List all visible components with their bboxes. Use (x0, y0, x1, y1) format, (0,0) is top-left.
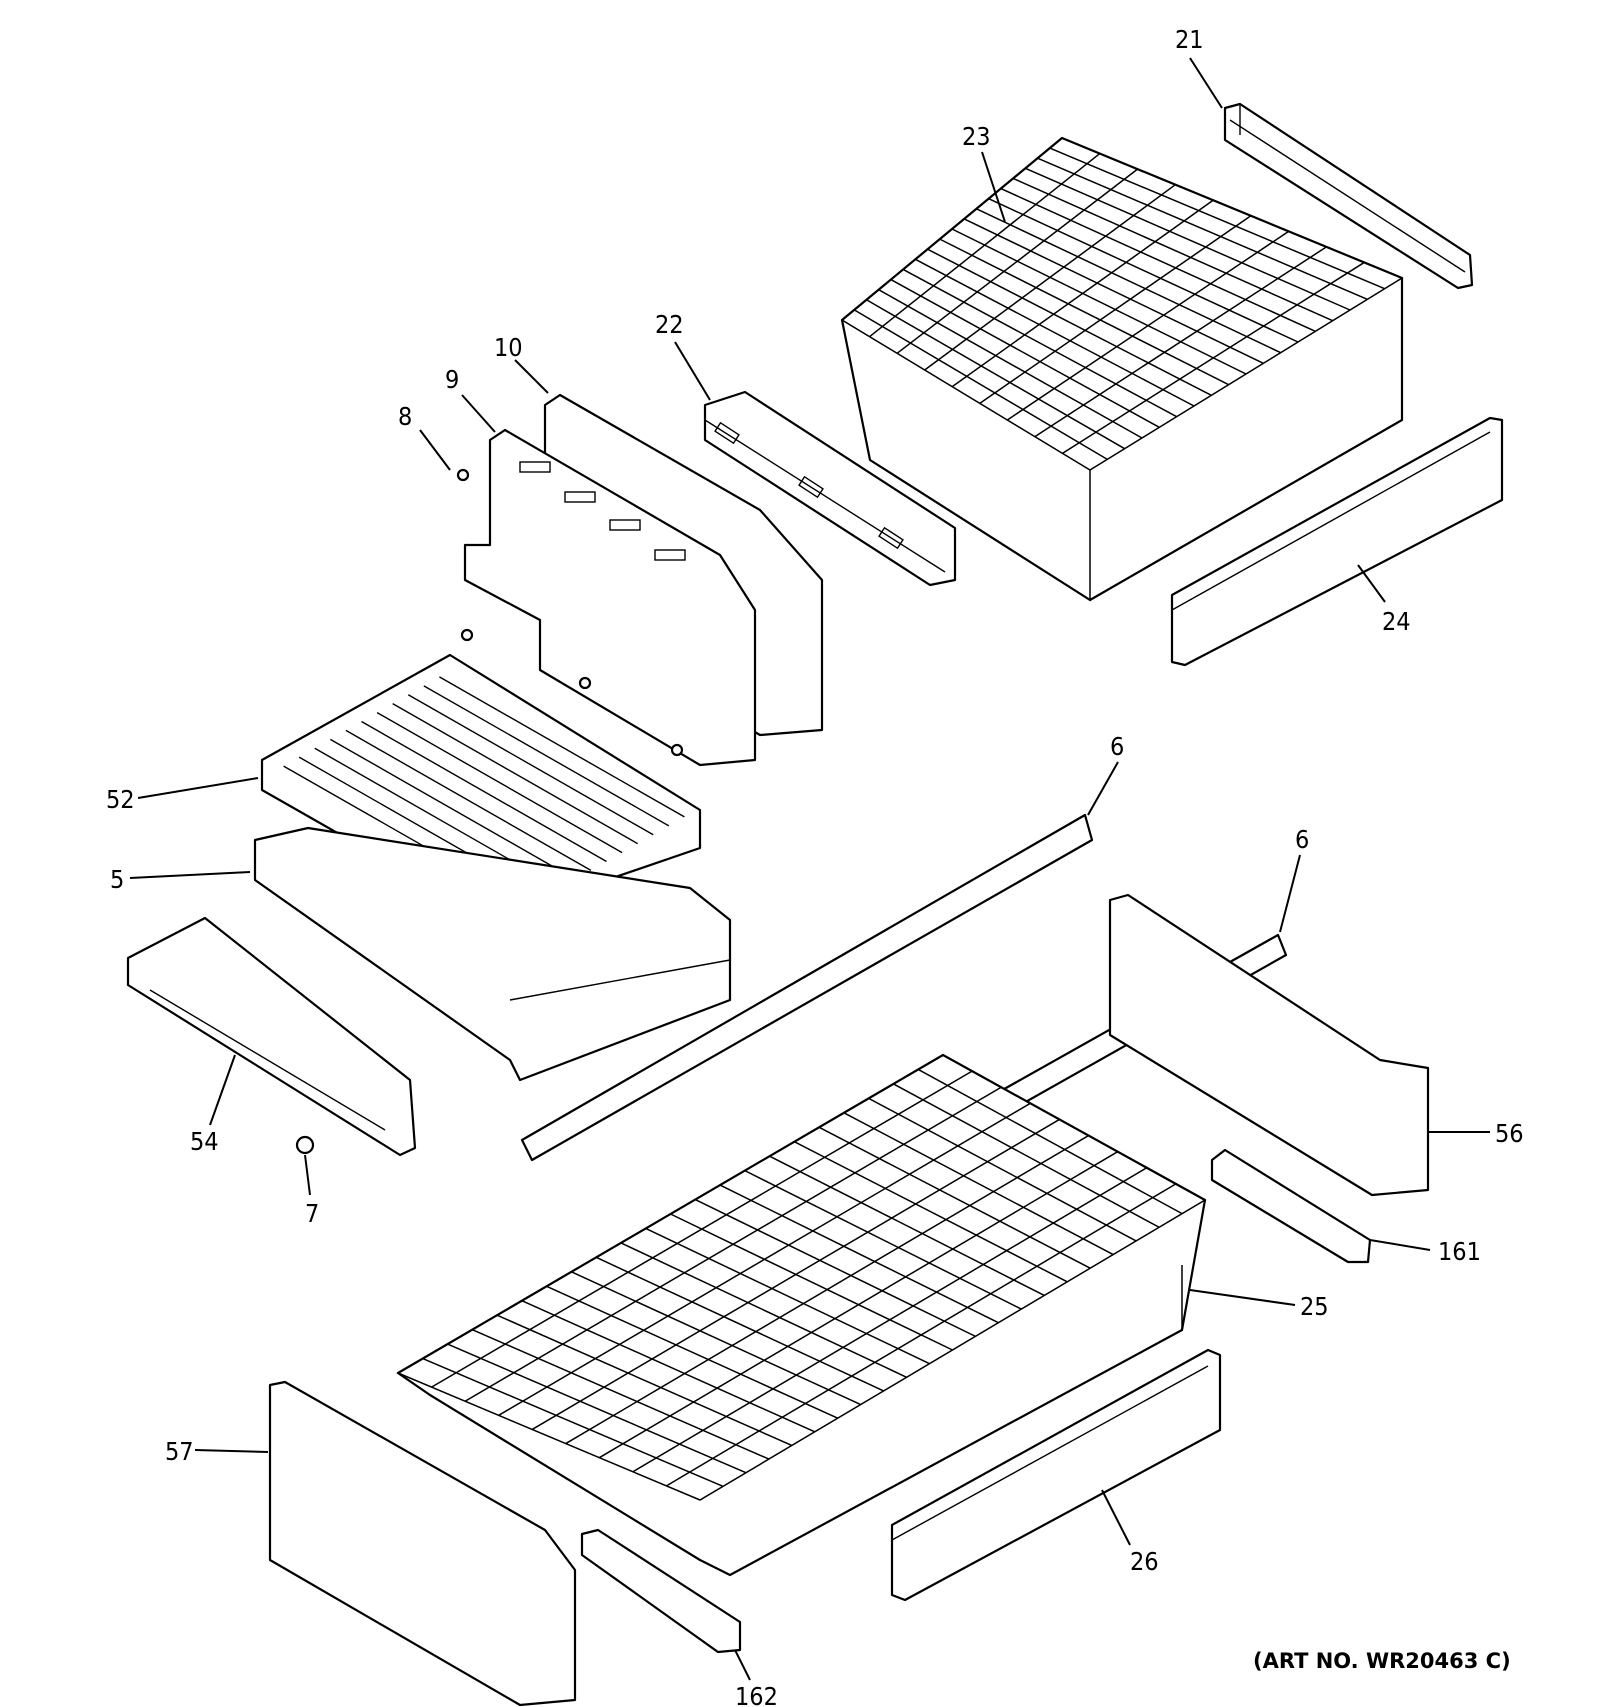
callout-52: 52 (106, 785, 135, 814)
part-57-bracket (268, 1380, 577, 1707)
part-161-latch (1210, 1148, 1372, 1264)
part-162-latch (580, 1528, 742, 1654)
callout-26: 26 (1130, 1547, 1159, 1576)
callout-labels: 21 23 22 10 9 8 24 6 6 52 5 54 7 56 161 … (106, 25, 1524, 1707)
callout-24: 24 (1382, 607, 1411, 636)
callout-6-upper: 6 (1110, 732, 1124, 761)
leader-lines (129, 57, 1490, 1681)
art-number: (ART NO. WR20463 C) (1253, 1649, 1511, 1673)
callout-25: 25 (1300, 1292, 1329, 1321)
callout-162: 162 (735, 1682, 778, 1707)
callout-22: 22 (655, 310, 684, 339)
callout-6-lower: 6 (1295, 825, 1309, 854)
callout-9: 9 (445, 365, 459, 394)
part-6-rail-a (520, 813, 1094, 1162)
callout-7: 7 (305, 1199, 319, 1228)
callout-21: 21 (1175, 25, 1204, 54)
callout-57: 57 (165, 1437, 194, 1466)
part-26-drawer-front (890, 1348, 1222, 1602)
callout-54: 54 (190, 1127, 219, 1156)
callout-5: 5 (110, 865, 124, 894)
part-8-screws (456, 468, 684, 757)
part-9-bracket-panel (463, 428, 757, 767)
part-7-screw (295, 1135, 315, 1155)
part-22-slide (703, 390, 957, 587)
callout-23: 23 (962, 122, 991, 151)
part-23-upper-basket (840, 136, 1404, 602)
part-24-drawer-front (1170, 416, 1504, 667)
callout-10: 10 (494, 333, 523, 362)
callout-161: 161 (1438, 1237, 1481, 1266)
part-25-lower-basket (396, 1053, 1207, 1577)
callout-8: 8 (398, 402, 412, 431)
part-54-slide (126, 916, 417, 1157)
part-5-pan (253, 826, 732, 1082)
part-56-bracket (1108, 893, 1430, 1197)
part-21-rail (1223, 102, 1474, 290)
callout-56: 56 (1495, 1119, 1524, 1148)
